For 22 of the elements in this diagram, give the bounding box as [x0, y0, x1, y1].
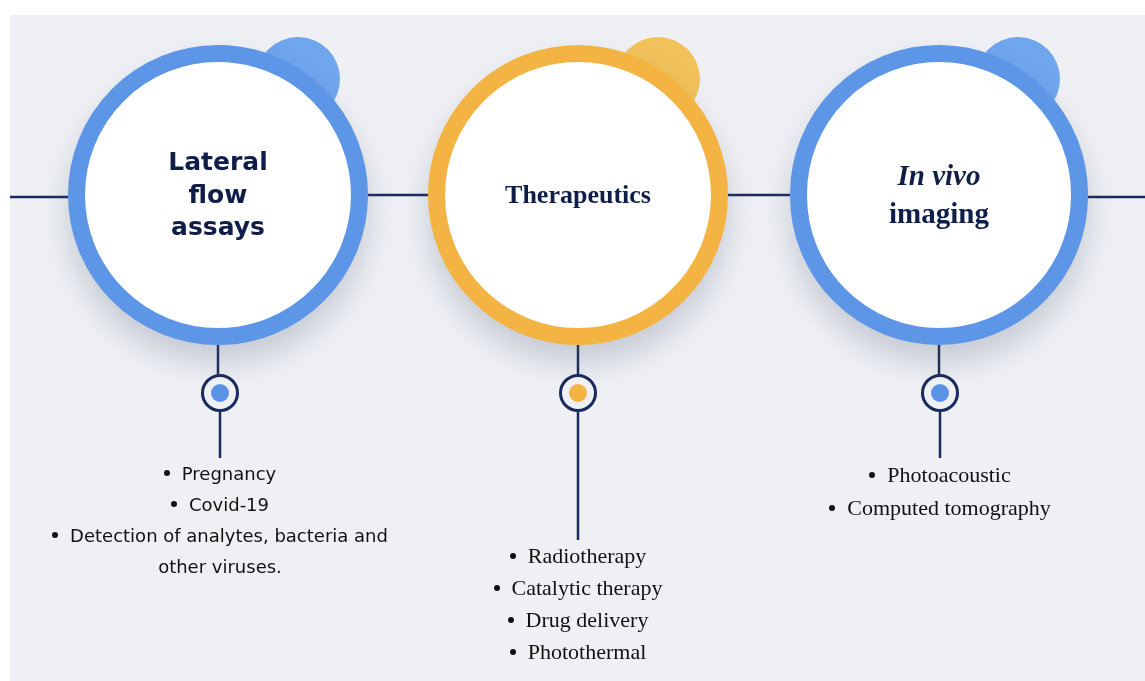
- connector-line: [728, 193, 790, 197]
- connector-line: [937, 345, 941, 374]
- bullet-item: Radiotherapy: [509, 540, 647, 572]
- bullet-item: Catalytic therapy: [493, 572, 663, 604]
- bullet-item: Computed tomography: [829, 491, 1051, 524]
- category-title: Lateral flow assays: [167, 146, 269, 244]
- category-title: Therapeutics: [504, 179, 652, 212]
- connector-line: [216, 345, 220, 374]
- connector-line: [576, 345, 580, 374]
- connector-line: [1088, 195, 1145, 199]
- bullet-item: Detection of analytes, bacteria and other viruses.: [30, 520, 410, 582]
- connector-line: [10, 195, 68, 199]
- connector-line: [938, 412, 942, 458]
- connector-line: [218, 412, 222, 458]
- bullet-item: Photothermal: [509, 636, 647, 668]
- connector-line: [576, 412, 580, 540]
- category-title: In vivo imaging: [888, 158, 990, 231]
- bullet-item: Drug delivery: [507, 604, 649, 636]
- bullet-item: Pregnancy: [163, 458, 277, 489]
- bullet-item: Photoacoustic: [869, 458, 1011, 491]
- connector-line: [368, 193, 428, 197]
- bullet-item: Covid-19: [170, 489, 270, 520]
